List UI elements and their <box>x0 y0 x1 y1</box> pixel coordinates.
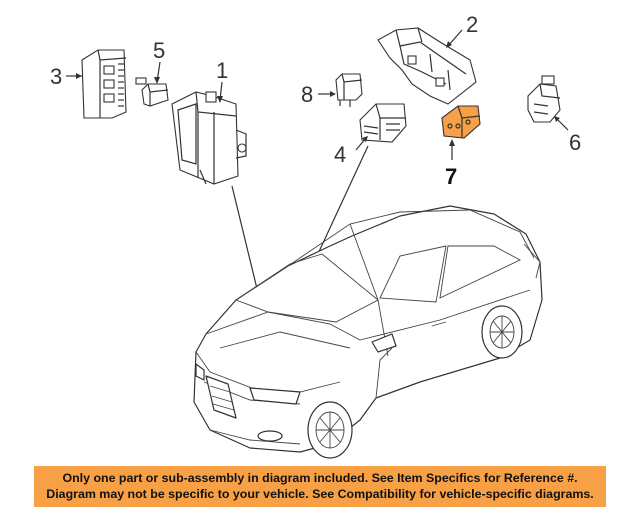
part-4-control-module <box>359 103 407 143</box>
part-7-fuse-highlighted <box>441 105 481 139</box>
callout-3: 3 <box>50 64 62 89</box>
callout-8: 8 <box>301 82 313 107</box>
notice-line-2: Diagram may not be specific to your vehi… <box>46 487 594 501</box>
part-1-fuse-box <box>171 91 247 185</box>
callout-1: 1 <box>216 58 228 83</box>
parts-diagram: 3 5 1 8 4 <box>50 12 581 459</box>
part-5-fuse <box>135 77 169 107</box>
part-3-fuse-panel <box>81 49 127 119</box>
vehicle-outline <box>193 205 543 459</box>
part-2-bracket <box>377 27 477 105</box>
callout-4: 4 <box>334 142 346 167</box>
part-6-clip <box>527 75 561 123</box>
callout-5: 5 <box>153 38 165 63</box>
callout-2: 2 <box>466 12 478 37</box>
callout-7: 7 <box>445 164 457 189</box>
leader-2 <box>447 29 463 47</box>
notice-line-1: Only one part or sub-assembly in diagram… <box>62 471 578 485</box>
part-8-relay <box>335 73 363 107</box>
compatibility-notice: Only one part or sub-assembly in diagram… <box>34 466 606 507</box>
callout-6: 6 <box>569 130 581 155</box>
